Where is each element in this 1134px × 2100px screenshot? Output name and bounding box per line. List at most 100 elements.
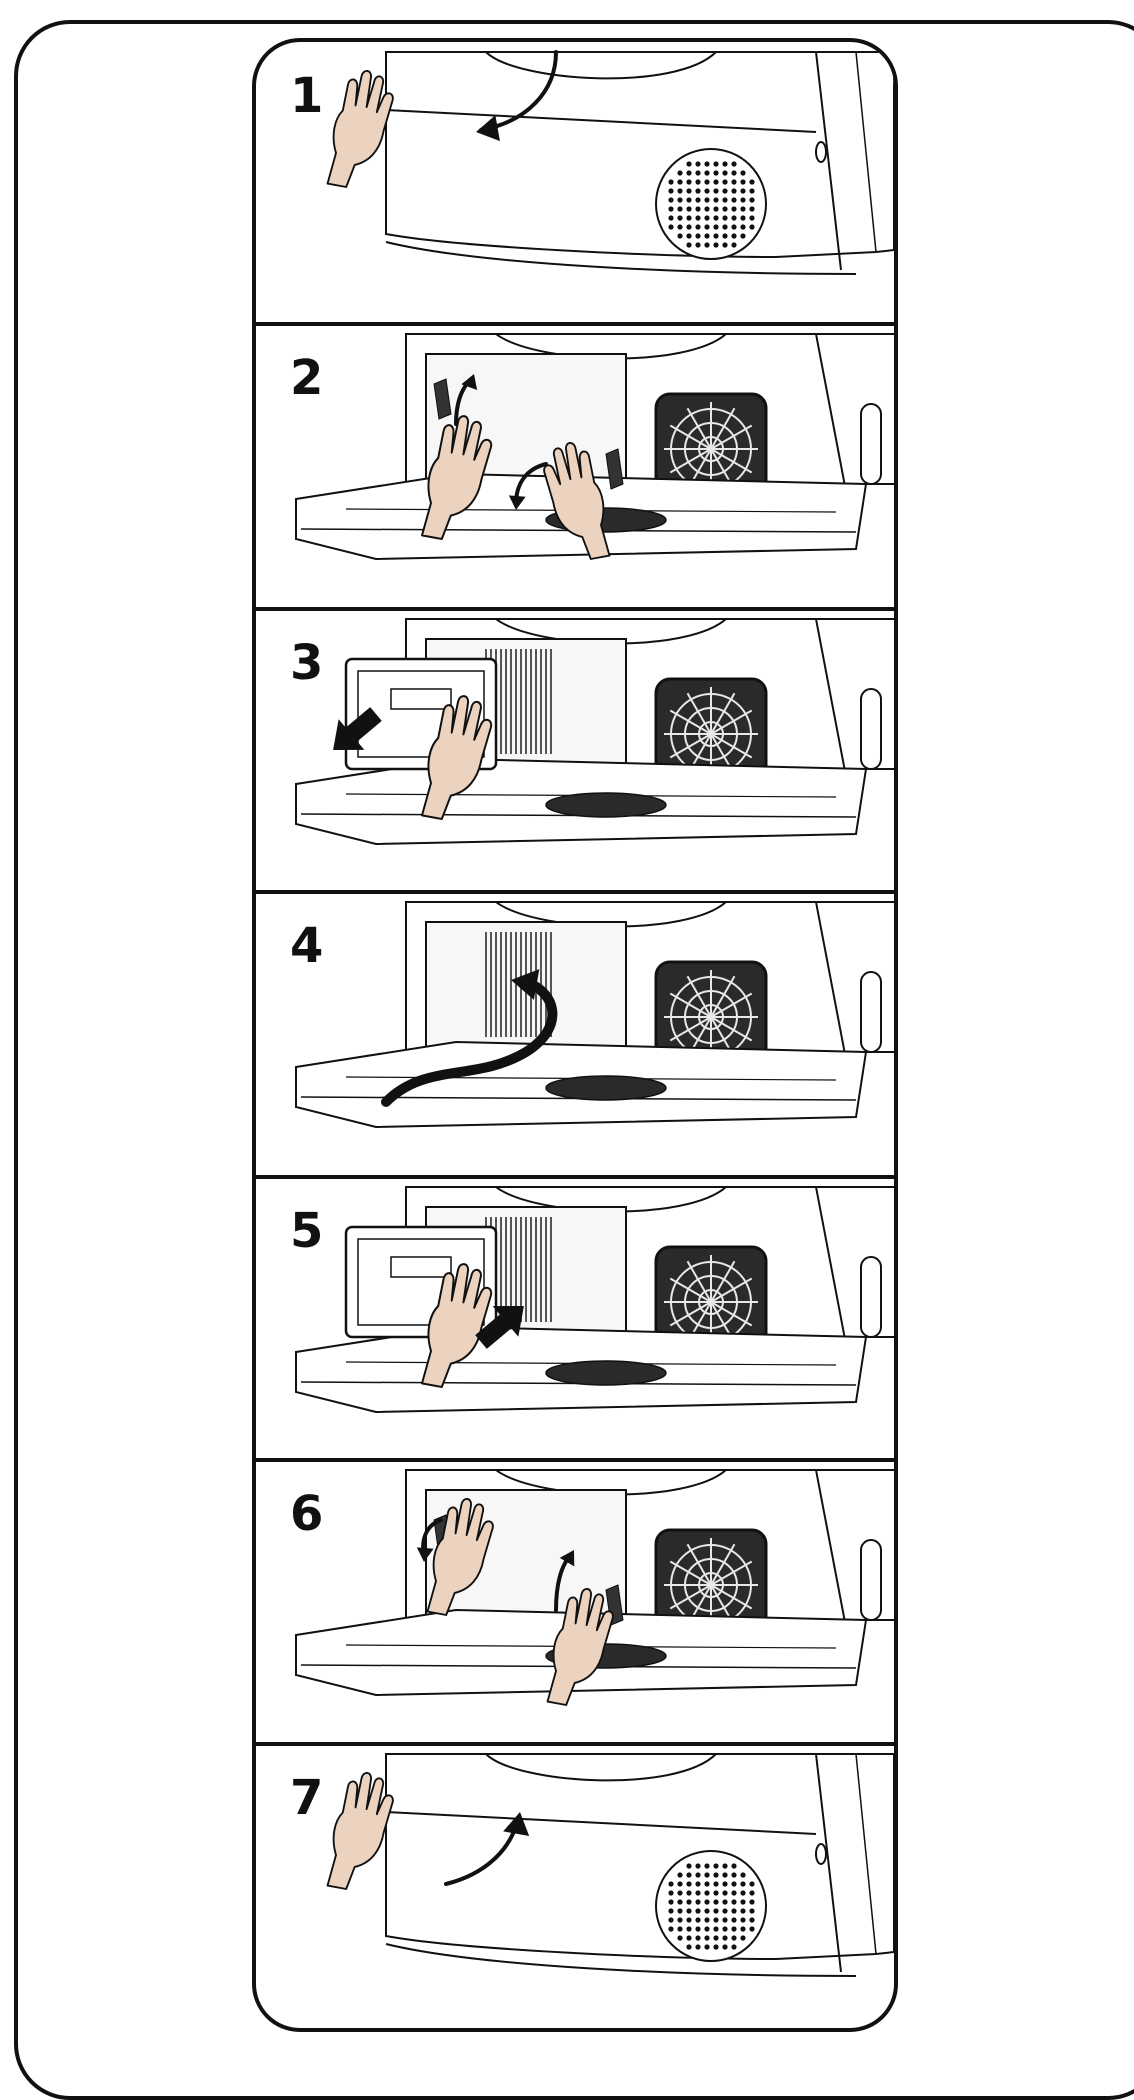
grille-hole	[749, 215, 754, 220]
grille-hole	[731, 215, 736, 220]
grille-hole	[704, 1890, 709, 1895]
grille-hole	[722, 197, 727, 202]
grille-hole	[677, 1890, 682, 1895]
grille-hole	[713, 161, 718, 166]
grille-hole	[677, 1872, 682, 1877]
grille-hole	[686, 1899, 691, 1904]
grille-hole	[704, 1944, 709, 1949]
grille-hole	[740, 188, 745, 193]
grille-hole	[704, 1899, 709, 1904]
grille-hole	[749, 206, 754, 211]
grille-hole	[704, 1917, 709, 1922]
grille-hole	[713, 1872, 718, 1877]
step-illustration-1	[256, 42, 894, 324]
grille-hole	[695, 1881, 700, 1886]
grille-hole	[722, 206, 727, 211]
grille-hole	[740, 170, 745, 175]
grille-hole	[731, 1872, 736, 1877]
flap-grille-shape	[546, 1361, 666, 1385]
grille-hole	[686, 197, 691, 202]
grille-hole	[695, 242, 700, 247]
step-illustration-2	[256, 324, 894, 609]
grille-hole	[731, 1863, 736, 1868]
grille-hole	[668, 1890, 673, 1895]
grille-hole	[731, 1917, 736, 1922]
grille-hole	[704, 1881, 709, 1886]
grille-hole	[731, 1926, 736, 1931]
grille-hole	[704, 224, 709, 229]
grille-hole	[677, 1899, 682, 1904]
grille-hole	[677, 170, 682, 175]
grille-hole	[704, 161, 709, 166]
hand-icon	[328, 1773, 393, 1889]
grille-hole	[677, 224, 682, 229]
grille-hole	[695, 206, 700, 211]
grille-hole	[740, 1881, 745, 1886]
panel-divider	[256, 1175, 894, 1179]
grille-hole	[668, 188, 673, 193]
grille-hole	[668, 1899, 673, 1904]
flap-grille-shape	[546, 793, 666, 817]
grille-hole	[731, 224, 736, 229]
grille-hole	[713, 215, 718, 220]
grille-hole	[695, 1863, 700, 1868]
grille-hole	[704, 242, 709, 247]
grille-hole	[722, 1881, 727, 1886]
grille-hole	[677, 179, 682, 184]
grille-hole	[695, 1872, 700, 1877]
grille-hole	[740, 1899, 745, 1904]
grille-hole	[713, 1935, 718, 1940]
grille-hole	[713, 206, 718, 211]
appliance-body	[386, 52, 894, 257]
grille-hole	[731, 161, 736, 166]
grille-hole	[722, 1899, 727, 1904]
grille-hole	[713, 1890, 718, 1895]
flap-grille	[546, 793, 666, 817]
illustration-group	[296, 902, 894, 1127]
step-number: 1	[290, 72, 323, 120]
grille-hole	[704, 1926, 709, 1931]
grille-hole	[668, 224, 673, 229]
grille-hole	[749, 1881, 754, 1886]
grille-hole	[713, 1926, 718, 1931]
grille-hole	[686, 1935, 691, 1940]
grille-hole	[686, 1917, 691, 1922]
grille-hole	[713, 188, 718, 193]
grille-hole	[704, 197, 709, 202]
grille-hole	[704, 206, 709, 211]
grille-hole	[704, 179, 709, 184]
grille-hole	[704, 170, 709, 175]
grille-hole	[686, 1881, 691, 1886]
grille-hole	[731, 197, 736, 202]
grille-hole	[713, 224, 718, 229]
grille-hole	[686, 224, 691, 229]
grille-hole	[713, 233, 718, 238]
grille-hole	[677, 1935, 682, 1940]
grille-hole	[704, 1872, 709, 1877]
grille-hole	[695, 1944, 700, 1949]
grille-hole	[695, 1917, 700, 1922]
grille-hole	[713, 1917, 718, 1922]
step-illustration-5	[256, 1177, 894, 1460]
grille-hole	[722, 215, 727, 220]
grille-hole	[668, 1917, 673, 1922]
step-illustration-7	[256, 1744, 894, 2032]
flap-grille	[546, 1076, 666, 1100]
grille-hole	[668, 215, 673, 220]
grille-hole	[704, 1908, 709, 1913]
grille-hole	[722, 1890, 727, 1895]
step-illustration-4	[256, 892, 894, 1177]
grille-hole	[704, 233, 709, 238]
grille-hole	[731, 179, 736, 184]
grille-hole	[740, 1926, 745, 1931]
panel-divider	[256, 1742, 894, 1746]
grille-hole	[677, 215, 682, 220]
grille-hole	[686, 161, 691, 166]
flap-grille-shape	[546, 1076, 666, 1100]
grille-hole	[677, 1881, 682, 1886]
grille-hole	[740, 197, 745, 202]
illustration-group	[296, 619, 894, 844]
grille-hole	[677, 1917, 682, 1922]
step-illustration-3	[256, 609, 894, 892]
